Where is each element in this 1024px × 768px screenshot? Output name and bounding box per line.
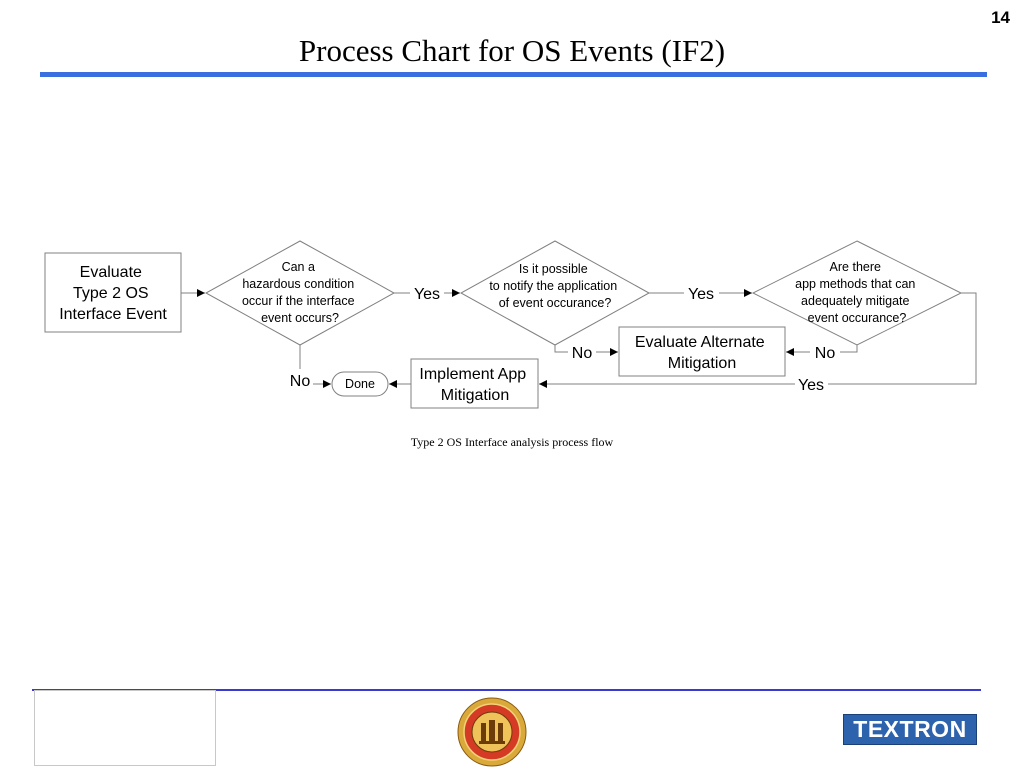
hazard-no-label: No: [290, 373, 311, 390]
evaluate-event-box: [44, 252, 182, 333]
evaluate-alternate-line-1: Evaluate Alternate: [635, 334, 765, 351]
hazard-decision-line-3: occur if the interface: [242, 294, 355, 308]
textron-logo-text: TEXTRON: [853, 716, 967, 742]
notify-decision-line-2: to notify the application: [489, 279, 617, 293]
page-number: 14: [991, 8, 1010, 27]
notify-no-label: No: [572, 345, 593, 362]
implement-app-line-1: Implement App: [419, 366, 526, 383]
evaluate-event-line-1: Evaluate: [80, 264, 142, 281]
hazard-decision-diamond: [204, 240, 396, 346]
implement-app-box: [410, 358, 539, 409]
footer-box: ​: [34, 690, 216, 766]
notify-decision-line-3: of event occurance?: [499, 296, 612, 310]
connector-methods-no-a: [840, 345, 858, 353]
textron-logo: TEXTRON: [843, 714, 977, 745]
page-title: Process Chart for OS Events (IF2): [298, 33, 726, 68]
figure-caption: Type 2 OS Interface analysis process flo…: [410, 435, 614, 449]
notify-yes-label: Yes: [688, 286, 714, 303]
evaluate-event-line-3: Interface Event: [59, 306, 167, 323]
methods-no-label: No: [815, 345, 836, 362]
methods-decision-line-4: event occurance?: [808, 311, 907, 325]
methods-decision-line-1: Are there: [830, 260, 881, 274]
hazard-yes-label: Yes: [414, 286, 440, 303]
evaluate-alternate-box: [618, 326, 786, 377]
seal-logo: [457, 697, 527, 767]
footer-rule: [32, 689, 981, 691]
connector-methods-yes-a: [828, 292, 977, 385]
evaluate-alternate-line-2: Mitigation: [668, 355, 736, 372]
title-rule: [40, 72, 987, 77]
svg-text:Are there app methods that: Are there app methods that can adequatel…: [795, 260, 919, 325]
methods-decision-line-2: app methods that can: [795, 277, 915, 291]
hazard-decision-line-1: Can a: [282, 260, 315, 274]
svg-text:Implement App Mitigation: Implement App Mitigation: [419, 366, 530, 404]
methods-yes-label: Yes: [798, 377, 824, 394]
done-terminal: [331, 371, 389, 397]
svg-text:Evaluate Type 2 OS Int: Evaluate Type 2 OS Interface Event: [59, 264, 167, 323]
done-label: Done: [345, 377, 375, 391]
svg-text:Evaluate Alternate Mitigat: Evaluate Alternate Mitigation: [635, 334, 769, 372]
notify-decision-line-1: Is it possible: [519, 262, 588, 276]
hazard-decision-line-2: hazardous condition: [242, 277, 354, 291]
evaluate-event-line-2: Type 2 OS: [73, 285, 149, 302]
implement-app-line-2: Mitigation: [441, 387, 509, 404]
connector-notify-no-a: [554, 345, 568, 353]
hazard-decision-line-4: event occurs?: [261, 311, 339, 325]
svg-text:Can a hazardous condition: Can a hazardous condition occur if the i…: [242, 260, 358, 325]
svg-text:Is it possible to notify t: Is it possible to notify the application…: [489, 262, 620, 310]
methods-decision-line-3: adequately mitigate: [801, 294, 909, 308]
